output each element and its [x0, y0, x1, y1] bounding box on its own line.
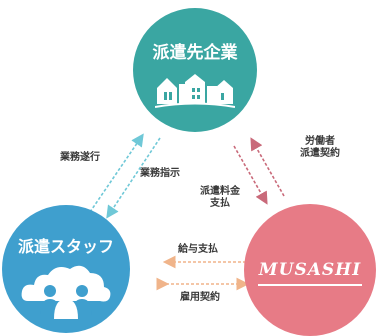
arrow-client-to-staff: [106, 137, 161, 219]
label-employment-contract: 雇用契約: [180, 292, 220, 303]
arrow-staff-to-client: [89, 133, 144, 213]
client-company-title: 派遣先企業: [152, 43, 238, 63]
client-company-node: 派遣先企業: [133, 8, 257, 132]
staff-title: 派遣スタッフ: [17, 237, 114, 256]
label-work-instruction: 業務指示: [140, 168, 180, 179]
sword-icon: [258, 284, 362, 286]
staff-node: 派遣スタッフ: [2, 205, 130, 333]
label-worker-dispatch-contract-line1: 労働者: [305, 136, 335, 147]
label-dispatch-fee-payment-line1: 派遣料金: [200, 186, 240, 197]
label-worker-dispatch-contract: 労働者 派遣契約: [290, 136, 350, 160]
label-dispatch-fee-payment: 派遣料金 支払: [188, 186, 252, 210]
label-work-execution: 業務遂行: [60, 152, 100, 163]
musashi-logo: MUSASHI: [258, 260, 362, 280]
people-icon: [21, 265, 111, 319]
label-worker-dispatch-contract-line2: 派遣契約: [300, 148, 340, 159]
company-node: MUSASHI: [244, 204, 376, 336]
arrow-company-to-client: [250, 137, 285, 197]
buildings-icon: [155, 74, 235, 108]
label-salary-payment: 給与支払: [178, 244, 218, 255]
label-dispatch-fee-payment-line2: 支払: [210, 198, 230, 209]
arrow-client-to-company: [233, 145, 268, 205]
